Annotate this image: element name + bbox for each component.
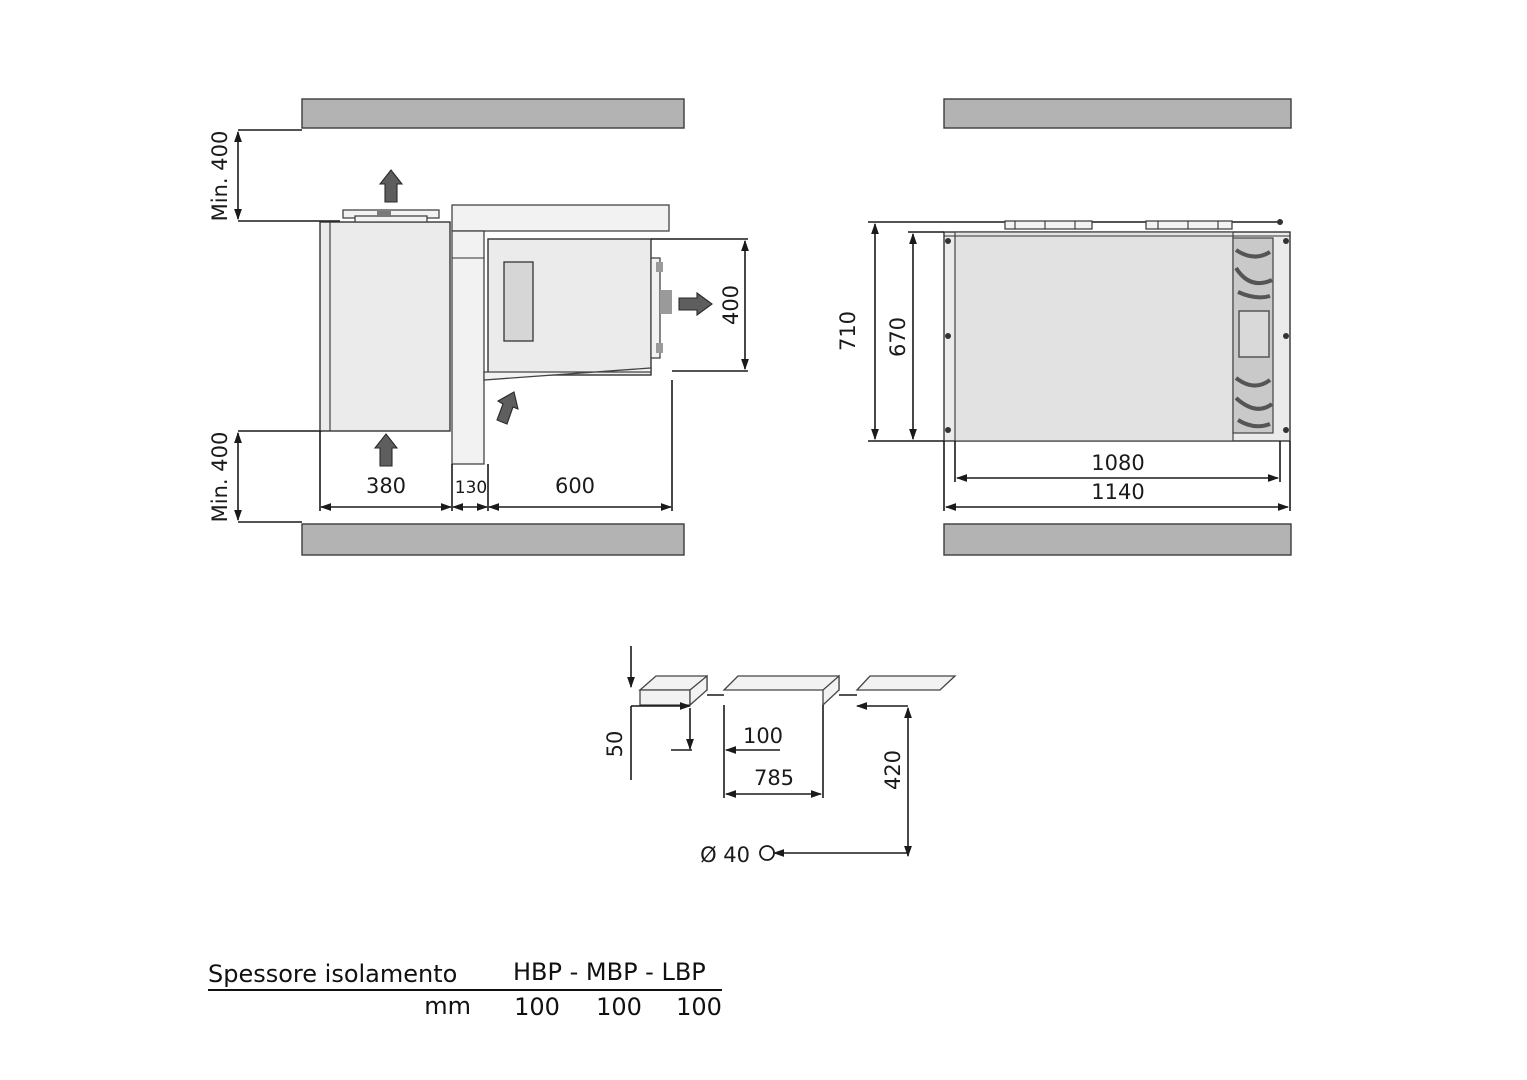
screws bbox=[945, 219, 1289, 433]
width-dimensions: 1080 1140 bbox=[943, 441, 1291, 511]
dim-600-label: 600 bbox=[555, 474, 595, 498]
evaporator-window bbox=[503, 261, 534, 342]
dim-50-label: 50 bbox=[603, 731, 627, 758]
insulation-table: Spessore isolamento HBP - MBP - LBP mm 1… bbox=[208, 958, 722, 1021]
arrow-up-top bbox=[378, 169, 404, 203]
top-wall-right bbox=[943, 98, 1292, 129]
min-bottom-dimension: Min. 400 bbox=[208, 430, 322, 523]
arrow-right bbox=[678, 291, 713, 317]
bottom-wall-left bbox=[301, 523, 685, 556]
depth-dimensions: 380 130 600 bbox=[319, 380, 673, 511]
evap-height-dimension: 400 bbox=[651, 238, 749, 372]
arrow-up-bottom bbox=[373, 433, 399, 467]
panel-top bbox=[451, 204, 670, 232]
table-header: HBP - MBP - LBP bbox=[513, 958, 706, 986]
drip-tray bbox=[483, 367, 652, 381]
outdoor-unit-body bbox=[319, 221, 451, 432]
evap-height-label: 400 bbox=[719, 285, 743, 325]
min-top-label: Min. 400 bbox=[208, 131, 232, 222]
min-bottom-label: Min. 400 bbox=[208, 432, 232, 523]
panel-wall bbox=[451, 230, 485, 465]
arrow-diagonal bbox=[496, 391, 519, 425]
evaporator-fan bbox=[650, 257, 672, 359]
dim-420-label: 420 bbox=[881, 750, 905, 790]
top-grille bbox=[342, 209, 440, 223]
dim-670-label: 670 bbox=[886, 317, 910, 357]
height-dimensions: 710 670 bbox=[836, 221, 952, 442]
front-view: 710 670 1080 1140 bbox=[836, 98, 1292, 556]
table-value-lbp: 100 bbox=[676, 993, 722, 1021]
condenser-side-panel bbox=[1232, 237, 1274, 434]
min-top-dimension: Min. 400 bbox=[208, 129, 340, 222]
dim-1140-label: 1140 bbox=[1091, 480, 1144, 504]
table-unit: mm bbox=[424, 992, 471, 1020]
dim-785-label: 785 bbox=[754, 766, 794, 790]
drain-hole-icon bbox=[759, 845, 775, 861]
side-view: Min. 400 Min. 400 bbox=[208, 98, 749, 556]
drain-hole-label: Ø 40 bbox=[700, 843, 750, 867]
dim-380-label: 380 bbox=[366, 474, 406, 498]
dim-1080-label: 1080 bbox=[1091, 451, 1144, 475]
dim-130-label: 130 bbox=[455, 478, 487, 498]
dim-100-label: 100 bbox=[743, 724, 783, 748]
bottom-wall-right bbox=[943, 523, 1292, 556]
ceiling-cutout-detail: 50 100 785 420 Ø 40 bbox=[603, 646, 957, 867]
table-value-mbp: 100 bbox=[596, 993, 642, 1021]
top-wall-left bbox=[301, 98, 685, 129]
ceiling-blocks bbox=[638, 674, 957, 707]
dim-710-label: 710 bbox=[836, 311, 860, 351]
table-title: Spessore isolamento bbox=[208, 960, 457, 988]
table-value-hbp: 100 bbox=[514, 993, 560, 1021]
front-top-grilles bbox=[1004, 220, 1233, 230]
